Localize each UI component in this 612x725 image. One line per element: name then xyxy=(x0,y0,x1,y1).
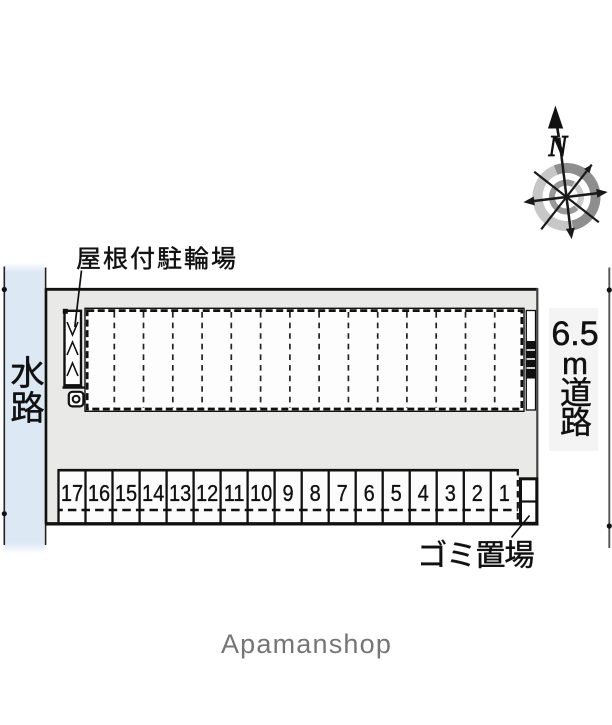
svg-text:9: 9 xyxy=(283,479,294,506)
svg-text:14: 14 xyxy=(142,479,164,506)
svg-text:6: 6 xyxy=(364,479,375,506)
svg-text:4: 4 xyxy=(418,479,429,506)
svg-text:12: 12 xyxy=(196,479,218,506)
svg-text:2: 2 xyxy=(472,479,483,506)
svg-text:N: N xyxy=(548,129,569,163)
svg-text:1: 1 xyxy=(499,479,510,506)
svg-text:5: 5 xyxy=(391,479,402,506)
svg-text:m: m xyxy=(562,346,588,381)
svg-text:6.5: 6.5 xyxy=(551,315,598,353)
svg-text:8: 8 xyxy=(310,479,321,506)
svg-text:3: 3 xyxy=(445,479,456,506)
svg-text:10: 10 xyxy=(250,479,272,506)
svg-text:7: 7 xyxy=(337,479,348,506)
svg-text:13: 13 xyxy=(169,479,191,506)
svg-text:Apamanshop: Apamanshop xyxy=(221,629,392,659)
svg-text:17: 17 xyxy=(61,479,83,506)
svg-text:11: 11 xyxy=(224,479,245,506)
svg-text:16: 16 xyxy=(88,479,110,506)
svg-text:15: 15 xyxy=(115,479,137,506)
